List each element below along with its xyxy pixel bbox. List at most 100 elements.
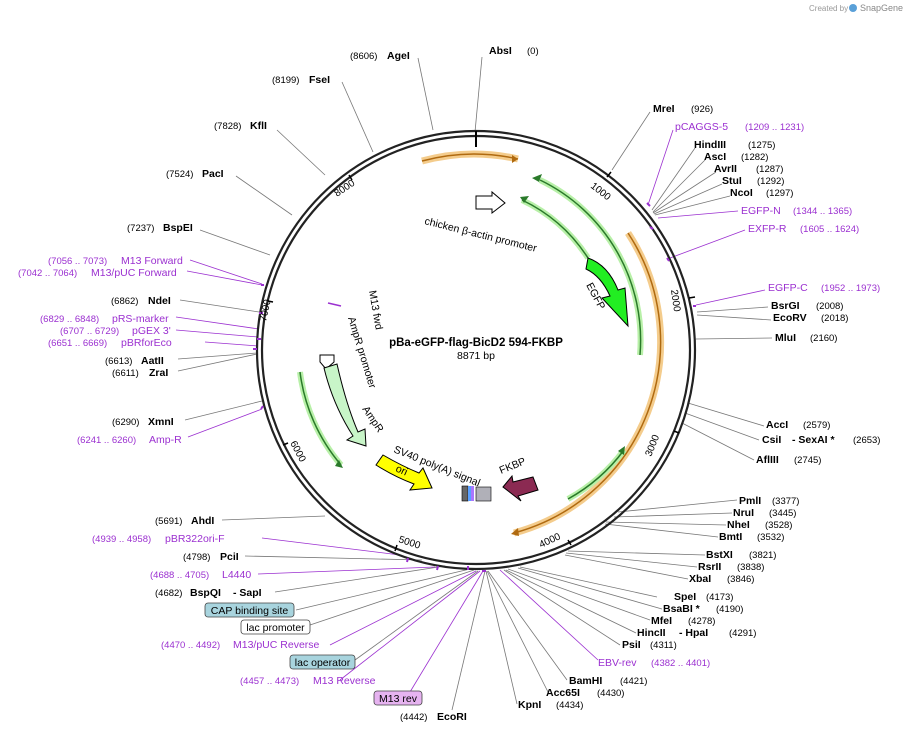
primer-pcaggs-5-pos: (1209 .. 1231) xyxy=(745,122,804,133)
m13-fwd-marker-icon xyxy=(327,302,342,307)
enzyme-acci-pos: (2579) xyxy=(803,420,830,431)
enzyme-nhei[interactable]: NheI xyxy=(727,519,750,531)
enzyme-acc65i[interactable]: Acc65I xyxy=(546,687,580,699)
enzyme-nrui-pos: (3445) xyxy=(769,508,796,519)
cap-binding-site-box xyxy=(204,602,295,618)
enzyme-labels: AbsI (0) MreI (926) HindIII (1275) AscI … xyxy=(105,45,880,723)
primer-egfp-c[interactable]: EGFP-C xyxy=(768,282,808,294)
primer-labels: pCAGGS-5 (1209 .. 1231) EGFP-N (1344 .. … xyxy=(18,121,880,687)
enzyme-spei-pos: (4173) xyxy=(706,592,733,603)
enzyme-hindiii-pos: (1275) xyxy=(748,140,775,151)
enzyme-mlui[interactable]: MluI xyxy=(775,332,796,344)
enzyme-bspei[interactable]: BspEI xyxy=(163,222,193,234)
enzyme-zrai[interactable]: ZraI xyxy=(149,367,168,379)
enzyme-acci[interactable]: AccI xyxy=(766,419,788,431)
tick-label-7000: 7000 xyxy=(258,298,273,322)
enzyme-bamhi[interactable]: BamHI xyxy=(569,675,602,687)
snapgene-logo-icon xyxy=(849,4,857,12)
enzyme-kpni[interactable]: KpnI xyxy=(518,699,541,711)
enzyme-mrei[interactable]: MreI xyxy=(653,103,675,115)
enzyme-bsabi-pos: (4190) xyxy=(716,604,743,615)
lac-promoter-label[interactable]: lac promoter xyxy=(246,622,305,634)
primer-m13-puc-reverse[interactable]: M13/pUC Reverse xyxy=(233,639,320,651)
primer-pbrforeco[interactable]: pBRforEco xyxy=(121,337,172,349)
enzyme-paci[interactable]: PacI xyxy=(202,168,224,180)
primer-ebv-rev[interactable]: EBV-rev xyxy=(598,657,637,669)
enzyme-xmni[interactable]: XmnI xyxy=(148,416,174,428)
primer-m13-forward[interactable]: M13 Forward xyxy=(121,255,183,267)
enzyme-stui-pos: (1292) xyxy=(757,176,784,187)
primer-amp-r[interactable]: Amp-R xyxy=(149,434,182,446)
m13-fwd-label: M13 fwd xyxy=(366,289,385,330)
enzyme-kpni-pos: (4434) xyxy=(556,700,583,711)
primer-pbr322ori-f[interactable]: pBR322ori-F xyxy=(165,533,225,545)
enzyme-sexai[interactable]: - SexAI * xyxy=(792,434,836,446)
cap-binding-site-label[interactable]: CAP binding site xyxy=(211,605,289,617)
enzyme-fsei[interactable]: FseI xyxy=(309,74,330,86)
enzyme-ecori[interactable]: EcoRI xyxy=(437,711,467,723)
m13-rev-label[interactable]: M13 rev xyxy=(379,693,418,705)
primer-l4440[interactable]: L4440 xyxy=(222,569,251,581)
primer-pcaggs-5[interactable]: pCAGGS-5 xyxy=(675,121,728,133)
enzyme-paci-pos: (7524) xyxy=(166,169,193,180)
enzyme-ahdi[interactable]: AhdI xyxy=(191,515,214,527)
enzyme-pcii[interactable]: PciI xyxy=(220,551,239,563)
enzyme-rsrii[interactable]: RsrII xyxy=(698,561,721,573)
enzyme-rsrii-pos: (3838) xyxy=(737,562,764,573)
enzyme-mfei[interactable]: MfeI xyxy=(651,615,672,627)
enzyme-bsabi[interactable]: BsaBI * xyxy=(663,603,701,615)
tick-label-3000: 3000 xyxy=(644,433,663,458)
enzyme-ecorv[interactable]: EcoRV xyxy=(773,312,807,324)
enzyme-kfli[interactable]: KflI xyxy=(250,120,267,132)
enzyme-avrii[interactable]: AvrII xyxy=(714,163,737,175)
enzyme-fsei-pos: (8199) xyxy=(272,75,299,86)
enzyme-ncoi[interactable]: NcoI xyxy=(730,187,753,199)
plasmid-name: pBa-eGFP-flag-BicD2 594-FKBP xyxy=(389,337,563,349)
enzyme-hpai[interactable]: - HpaI xyxy=(679,627,708,639)
primer-m13-reverse[interactable]: M13 Reverse xyxy=(313,675,376,687)
primer-m13-forward-pos: (7056 .. 7073) xyxy=(48,256,107,267)
enzyme-asci[interactable]: AscI xyxy=(704,151,726,163)
enzyme-ndei[interactable]: NdeI xyxy=(148,295,171,307)
enzyme-ncoi-pos: (1297) xyxy=(766,188,793,199)
primer-prs-marker-pos: (6829 .. 6848) xyxy=(40,314,99,325)
primer-m13-puc-forward[interactable]: M13/pUC Forward xyxy=(91,267,177,279)
primer-exfp-r[interactable]: EXFP-R xyxy=(748,223,787,235)
primer-prs-marker[interactable]: pRS-marker xyxy=(112,313,169,325)
enzyme-bspqi[interactable]: BspQI xyxy=(190,587,221,599)
enzyme-ecorv-pos: (2018) xyxy=(821,313,848,324)
primer-pgex3[interactable]: pGEX 3' xyxy=(132,325,171,337)
primer-exfp-r-pos: (1605 .. 1624) xyxy=(800,224,859,235)
enzyme-agei[interactable]: AgeI xyxy=(387,50,410,62)
enzyme-spei[interactable]: SpeI xyxy=(674,591,696,603)
enzyme-xbai[interactable]: XbaI xyxy=(689,573,711,585)
enzyme-bstxi-pos: (3821) xyxy=(749,550,776,561)
enzyme-afliii[interactable]: AflIII xyxy=(756,454,779,466)
ori-arrow xyxy=(375,454,433,491)
enzyme-bstxi[interactable]: BstXI xyxy=(706,549,733,561)
lac-operator-label[interactable]: lac operator xyxy=(295,657,351,669)
enzyme-csii[interactable]: CsiI xyxy=(762,434,781,446)
enzyme-absi[interactable]: AbsI xyxy=(489,45,512,57)
enzyme-psii[interactable]: PsiI xyxy=(622,639,641,651)
enzyme-avrii-pos: (1287) xyxy=(756,164,783,175)
enzyme-aatii[interactable]: AatII xyxy=(141,355,164,367)
enzyme-stui[interactable]: StuI xyxy=(722,175,742,187)
chicken-bactin-promoter-arrow xyxy=(475,190,506,215)
chicken-bactin-promoter-label: chicken β-actin promoter xyxy=(423,215,538,255)
primer-egfp-n[interactable]: EGFP-N xyxy=(741,205,781,217)
enzyme-zrai-pos: (6611) xyxy=(112,368,139,379)
enzyme-bmti[interactable]: BmtI xyxy=(719,531,742,543)
enzyme-kfli-pos: (7828) xyxy=(214,121,241,132)
enzyme-bsrgi[interactable]: BsrGI xyxy=(771,300,800,312)
enzyme-sapi[interactable]: - SapI xyxy=(233,587,262,599)
enzyme-pmli[interactable]: PmlI xyxy=(739,495,761,507)
sv40-polya-signal-block xyxy=(461,485,492,502)
enzyme-hindiii[interactable]: HindIII xyxy=(694,139,726,151)
enzyme-hincii[interactable]: HincII xyxy=(637,627,666,639)
enzyme-bmti-pos: (3532) xyxy=(757,532,784,543)
lac-operator-box xyxy=(289,654,356,670)
enzyme-xmni-pos: (6290) xyxy=(112,417,139,428)
enzyme-nrui[interactable]: NruI xyxy=(733,507,754,519)
